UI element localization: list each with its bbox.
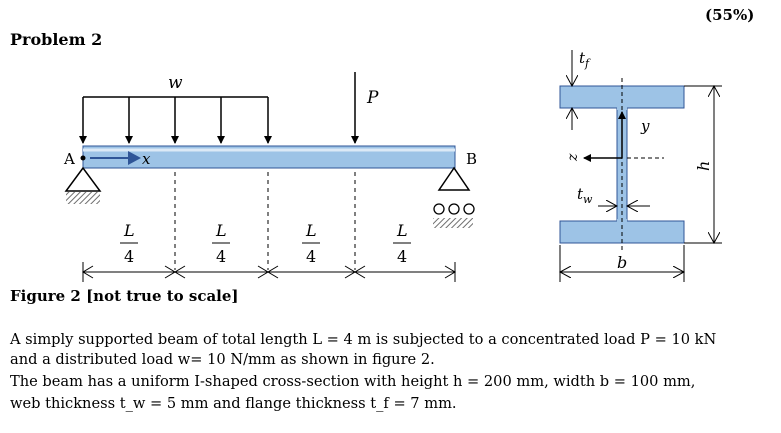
distributed-load	[79, 96, 272, 144]
label-y: y	[640, 117, 650, 135]
svg-text:L: L	[215, 221, 227, 240]
problem-text-line-4: web thickness t_w = 5 mm and flange thic…	[10, 395, 457, 412]
svg-text:4: 4	[124, 247, 134, 266]
problem-text-line-2: and a distributed load w= 10 N/mm as sho…	[10, 351, 435, 368]
h-dimension	[684, 86, 722, 243]
b-dimension	[560, 245, 684, 282]
roller-support-B	[433, 166, 475, 228]
problem-text-line-1: A simply supported beam of total length …	[10, 331, 717, 348]
svg-text:L: L	[305, 221, 317, 240]
label-A: A	[63, 150, 75, 168]
svg-text:4: 4	[306, 247, 316, 266]
label-tw: tw	[577, 185, 593, 206]
label-P: P	[366, 88, 379, 108]
label-z: z	[565, 153, 581, 162]
svg-text:L: L	[123, 221, 135, 240]
figure-caption: Figure 2 [not true to scale]	[10, 287, 239, 305]
label-tf: tf	[579, 49, 591, 70]
pin-support-A	[64, 166, 102, 204]
span-dimension-line	[82, 262, 456, 282]
svg-text:4: 4	[397, 247, 407, 266]
label-w: w	[168, 73, 183, 93]
label-h: h	[694, 161, 713, 171]
problem-text-line-3: The beam has a uniform I-shaped cross-se…	[10, 373, 696, 390]
label-b: b	[617, 253, 627, 272]
score-percent: (55%)	[705, 6, 755, 24]
svg-text:4: 4	[216, 247, 226, 266]
problem-title: Problem 2	[10, 30, 103, 49]
svg-text:L: L	[396, 221, 408, 240]
label-B: B	[466, 150, 477, 168]
figure-2: w P x A B L 4 L 4 L 4	[63, 49, 722, 282]
label-x: x	[142, 150, 151, 168]
span-labels: L 4 L 4 L 4 L 4	[120, 221, 411, 266]
span-dividers	[174, 172, 356, 270]
